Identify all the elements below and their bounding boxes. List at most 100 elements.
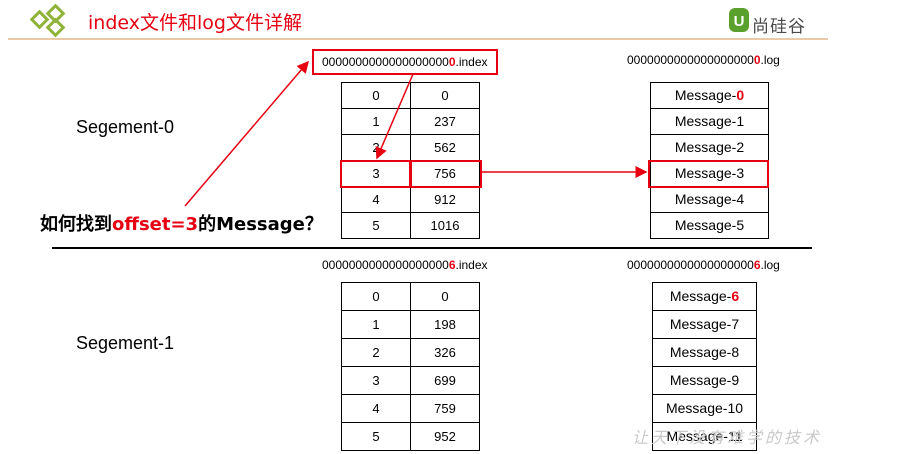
logo-diamonds-icon: [30, 4, 66, 38]
message-cell: Message-8: [653, 339, 756, 367]
message-cell: Message-11: [653, 423, 756, 450]
message-cell: Message-9: [653, 367, 756, 395]
brand-logo-letter: U: [734, 13, 745, 30]
message-prefix: Message-: [674, 191, 737, 207]
brand-logo-icon: U: [729, 8, 749, 32]
message-number: 5: [736, 217, 745, 233]
offset-cell: 5: [341, 212, 411, 239]
position-cell: 1016: [410, 212, 480, 239]
message-cell: Message-7: [653, 311, 756, 339]
question-prefix: 如何找到: [40, 214, 112, 235]
message-number: 0: [736, 87, 745, 103]
offset-cell: 2: [341, 134, 411, 161]
offset-3-highlight: [340, 160, 411, 188]
offset-cell: 1: [341, 108, 411, 135]
filename-prefix: 0000000000000000000: [627, 258, 754, 272]
brand-name: 尚硅谷: [752, 17, 806, 37]
segment-divider: [52, 247, 812, 249]
message-cell: Message-6: [653, 283, 756, 311]
position-cell: 759: [410, 394, 480, 423]
message-prefix: Message-: [674, 87, 737, 103]
offset-cell: 4: [341, 186, 411, 213]
filename-highlight: 6: [753, 258, 761, 272]
message-cell: Message-1: [651, 109, 768, 135]
offset-cell: 3: [341, 160, 411, 187]
question-text: 如何找到offset=3的Message？: [40, 210, 323, 236]
message-prefix: Message-: [674, 139, 737, 155]
segment-1-label: Segement-1: [76, 333, 175, 353]
message-prefix: Message-: [674, 165, 737, 181]
message-prefix: Message-: [669, 288, 732, 304]
message-prefix: Message-: [665, 400, 728, 416]
page-title: index文件和log文件详解: [88, 12, 302, 34]
message-number: 3: [736, 165, 745, 181]
filename-highlight: 0: [753, 53, 761, 67]
offset-cell: 0: [341, 282, 411, 311]
offset-cell: 2: [341, 338, 411, 367]
segment-1-log-filename: 00000000000000000006.log: [627, 258, 780, 272]
message-cell: Message-4: [651, 187, 768, 213]
filename-suffix: .index: [455, 55, 488, 69]
position-cell: 699: [410, 366, 480, 395]
message-prefix: Message-: [666, 428, 728, 444]
segment-0-index-filename: 00000000000000000000.index: [312, 49, 498, 75]
message-prefix: Message-: [674, 113, 737, 129]
question-highlight: offset=3: [112, 214, 199, 235]
position-cell: 237: [410, 108, 480, 135]
message-number: 1: [736, 113, 745, 129]
message-cell: Message-10: [653, 395, 756, 423]
offset-cell: 3: [341, 366, 411, 395]
message-number: 4: [736, 191, 745, 207]
message-number: 7: [731, 316, 740, 332]
filename-prefix: 0000000000000000000: [322, 55, 449, 69]
segment-1-log-messages: Message-6 Message-7 Message-8 Message-9 …: [652, 282, 757, 451]
message-cell: Message-2: [651, 135, 768, 161]
offset-cell: 5: [341, 422, 411, 451]
watermark: 让天下没有难学的技术: [632, 428, 823, 447]
filename-suffix: .log: [760, 258, 780, 272]
filename-suffix: .index: [455, 258, 488, 272]
question-suffix: 的Message？: [198, 214, 323, 235]
message-number: 6: [731, 288, 740, 304]
filename-highlight: 6: [448, 258, 456, 272]
segment-0-label: Segement-0: [76, 117, 175, 137]
message-number: 10: [727, 400, 744, 416]
message-number: 2: [736, 139, 745, 155]
segment-1-index-filename: 00000000000000000006.index: [322, 258, 488, 272]
offset-cell: 1: [341, 310, 411, 339]
message-prefix: Message-: [669, 344, 732, 360]
offset-cell: 0: [341, 82, 411, 109]
position-cell: 326: [410, 338, 480, 367]
position-cell: 198: [410, 310, 480, 339]
position-cell: 0: [410, 82, 480, 109]
position-756-highlight: [410, 160, 482, 188]
segment-0-log-filename: 00000000000000000000.log: [627, 53, 780, 67]
message-number: 11: [727, 428, 743, 444]
filename-prefix: 0000000000000000000: [627, 53, 754, 67]
message-cell: Message-5: [651, 213, 768, 238]
position-cell: 952: [410, 422, 480, 451]
position-cell: 912: [410, 186, 480, 213]
position-cell: 0: [410, 282, 480, 311]
message-prefix: Message-: [669, 372, 732, 388]
filename-suffix: .log: [760, 53, 780, 67]
message-cell: Message-0: [651, 83, 768, 109]
message-number: 8: [731, 344, 740, 360]
message-number: 9: [731, 372, 740, 388]
filename-highlight: 0: [448, 55, 456, 69]
header-divider: [8, 38, 828, 40]
offset-cell: 4: [341, 394, 411, 423]
filename-prefix: 0000000000000000000: [322, 258, 449, 272]
message-prefix: Message-: [669, 316, 732, 332]
